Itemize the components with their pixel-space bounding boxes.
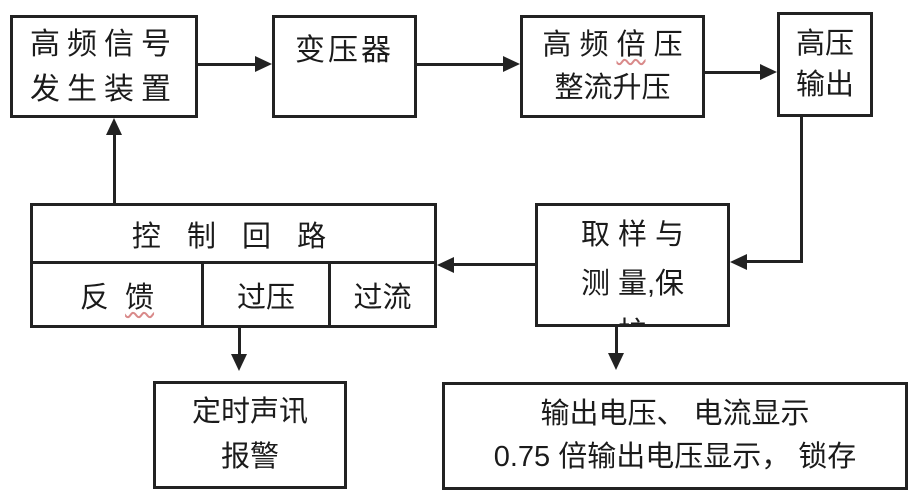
box-transformer: 变压器 — [272, 15, 417, 118]
cell-overvoltage: 过压 — [201, 264, 328, 325]
arrow-sampling-to-display-head — [608, 353, 624, 370]
arrow-control-to-alarm-line — [238, 328, 241, 355]
overcurrent-label: 过流 — [353, 281, 412, 314]
doubler-line1: 高 频 倍 压 — [542, 24, 682, 67]
hv-output-line1: 高压 — [795, 27, 854, 60]
display-line1: 输出电压、 电流显示 — [540, 398, 810, 430]
arrow-doubler-to-hvoutput-head — [760, 64, 777, 80]
sampling-line3-clipped: 护 — [618, 309, 647, 324]
alarm-line2: 报警 — [220, 441, 279, 473]
sampling-line2: 测 量,保 — [580, 268, 685, 300]
hv-output-line2: 输出 — [795, 68, 854, 101]
box-hv-output: 高压 输出 — [777, 12, 873, 117]
cell-overcurrent: 过流 — [328, 264, 434, 325]
arrow-generator-to-transformer-line — [198, 63, 256, 66]
arrow-transformer-to-doubler-head — [503, 56, 520, 72]
control-loop-title: 控 制 回 路 — [131, 220, 336, 253]
box-signal-generator: 高频信号 发生装置 — [10, 15, 198, 118]
arrow-sampling-to-display-line — [615, 327, 618, 354]
box-timed-audio-alarm: 定时声讯 报警 — [153, 381, 347, 489]
arrow-sampling-to-control-head — [437, 257, 454, 273]
doubler-line1-pre: 高 频 — [542, 28, 617, 61]
arrow-hvoutput-to-sampling-hline — [746, 260, 803, 263]
box-control-loop: 控 制 回 路 反 馈 过压 过流 — [30, 203, 437, 328]
arrow-doubler-to-hvoutput-line — [705, 71, 761, 74]
control-loop-header: 控 制 回 路 — [33, 206, 434, 264]
doubler-line1-squiggle: 倍 — [616, 28, 646, 61]
feedback-pre: 反 — [79, 281, 126, 314]
arrow-control-to-alarm-head — [231, 354, 247, 371]
arrow-transformer-to-doubler-line — [417, 63, 504, 66]
feedback-squiggle: 馈 — [125, 281, 155, 314]
cell-feedback: 反 馈 — [33, 264, 201, 325]
overvoltage-label: 过压 — [236, 281, 295, 314]
transformer-label: 变压器 — [295, 34, 394, 67]
box-voltage-current-display: 输出电压、 电流显示 0.75 倍输出电压显示， 锁存 — [442, 382, 908, 490]
box-sampling-measurement: 取 样 与 测 量,保 护 — [535, 203, 730, 327]
box-doubler-rectifier: 高 频 倍 压 整流升压 — [520, 15, 705, 118]
signal-generator-line2: 发生装置 — [30, 72, 178, 106]
doubler-line1-post: 压 — [645, 28, 683, 61]
arrow-control-to-generator-line — [113, 133, 116, 203]
arrow-control-to-generator-head — [106, 118, 122, 135]
sampling-line1: 取 样 与 — [580, 219, 685, 251]
doubler-line2: 整流升压 — [554, 71, 671, 104]
arrow-hvoutput-to-sampling-head — [730, 254, 747, 270]
display-line2: 0.75 倍输出电压显示， 锁存 — [493, 441, 857, 473]
arrow-generator-to-transformer-head — [255, 56, 272, 72]
signal-generator-line1: 高频信号 — [30, 27, 178, 61]
arrow-sampling-to-control-line — [453, 263, 535, 266]
alarm-line1: 定时声讯 — [191, 396, 308, 428]
arrow-hvoutput-to-sampling-vline — [800, 117, 803, 263]
control-loop-row: 反 馈 过压 过流 — [33, 264, 434, 325]
